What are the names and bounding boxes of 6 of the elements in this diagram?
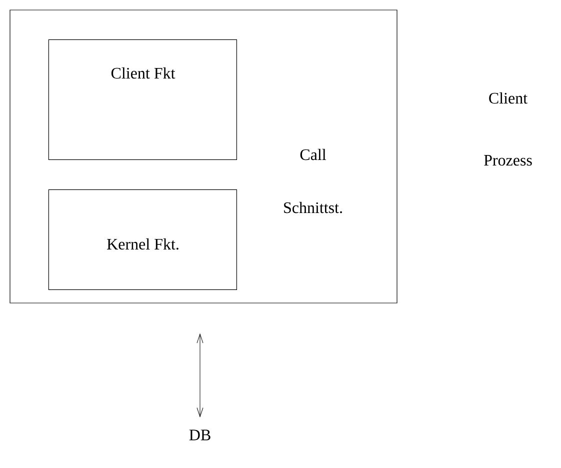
box-label: Client Fkt [111, 67, 176, 79]
interface-label: Call Schnittst. [284, 148, 342, 214]
box-label: Kernel Fkt. [107, 238, 178, 250]
process-label: Client Prozess [484, 92, 532, 166]
double-arrow [196, 334, 204, 417]
database-label: DB [189, 430, 210, 440]
